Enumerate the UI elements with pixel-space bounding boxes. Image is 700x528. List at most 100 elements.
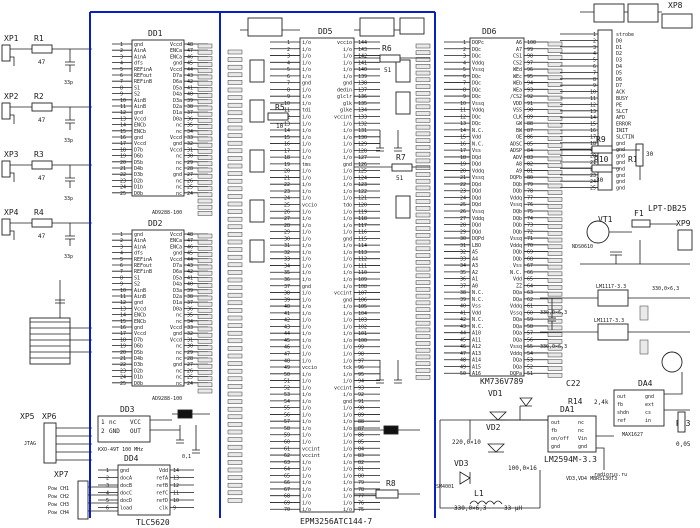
pin-label: i/o — [302, 426, 311, 432]
pin-label: Vss — [472, 148, 481, 154]
svg-text:F1: F1 — [634, 209, 644, 218]
pin-label: gnd — [343, 297, 352, 303]
pin-label: DQd — [472, 229, 481, 235]
pin-number: 16 — [120, 135, 126, 141]
pin-label: glke — [340, 108, 352, 114]
lpt-pin-number: 3 — [593, 45, 596, 51]
pin-number: 30 — [460, 236, 466, 242]
lpt-pin-number: 6 — [593, 64, 596, 70]
pin-number: 104 — [358, 311, 367, 317]
lpt-pin-label: SLCTIN — [616, 134, 634, 140]
pin-label: gnd — [134, 232, 143, 238]
pin-label: i/o — [302, 277, 311, 283]
pin-label: DQd — [472, 195, 481, 201]
pin-label: i/o — [343, 135, 352, 141]
pin-number: 4 — [463, 60, 466, 66]
pin-number: 18 — [284, 155, 290, 161]
pin-number: 89 — [527, 114, 533, 120]
pin-label: i/o — [302, 304, 311, 310]
pin-number: 21 — [460, 175, 466, 181]
net-tag — [547, 55, 563, 60]
svg-text:fb: fb — [617, 402, 623, 408]
svg-text:nc: nc — [578, 428, 584, 434]
svg-text:Pow CH2: Pow CH2 — [48, 494, 69, 500]
pin-label: DQa — [513, 364, 522, 370]
pin-number: 4 — [287, 60, 290, 66]
pin-label: D6b — [134, 344, 143, 350]
pin-label: i/o — [302, 135, 311, 141]
net-tag — [227, 201, 243, 207]
pin-label: DQd — [472, 189, 481, 195]
net-tag — [197, 173, 213, 179]
pin-label: refA — [156, 476, 168, 482]
net-tag — [415, 233, 431, 238]
net-tag — [197, 252, 213, 257]
lpt-pin-number: 25 — [590, 186, 596, 192]
pin-label: AinA — [134, 54, 146, 60]
svg-text:XP1: XP1 — [4, 34, 19, 43]
pin-label: AinA — [134, 238, 146, 244]
net-tag — [415, 354, 431, 360]
pin-label: i/o — [302, 216, 311, 222]
pin-number: 32 — [284, 250, 290, 256]
pin-label: i/o — [302, 67, 311, 73]
pin-label: A16 — [472, 371, 481, 377]
net-tag — [547, 366, 563, 371]
pin-number: 2 — [120, 48, 123, 54]
net-tag — [227, 300, 243, 306]
net-tag — [547, 102, 563, 108]
pin-label: Vccd — [170, 337, 182, 343]
pin-number: 86 — [358, 433, 364, 439]
net-tag — [227, 72, 243, 78]
net-tag — [197, 326, 213, 332]
pin-number: 97 — [358, 358, 364, 364]
pin-number: 58 — [284, 426, 290, 432]
pin-number: 39 — [187, 288, 193, 294]
net-tag — [415, 334, 431, 339]
net-tag — [227, 178, 243, 184]
pin-number: 125 — [358, 169, 367, 175]
pin-number: 47 — [187, 48, 193, 54]
pin-label: Vddq — [510, 351, 522, 357]
pin-number: 22 — [120, 362, 126, 368]
pin-label: i/o — [302, 460, 311, 466]
svg-text:DD5: DD5 — [318, 27, 333, 36]
pin-number: 37 — [460, 283, 466, 289]
pin-label: i/o — [343, 392, 352, 398]
pin-number: 139 — [358, 74, 367, 80]
pin-number: 82 — [527, 162, 533, 168]
power-input: VT1 NDS0610 F1 XP9 — [572, 209, 693, 265]
pin-label: i/o — [343, 243, 352, 249]
net-tag — [547, 89, 563, 94]
net-tag — [227, 292, 243, 298]
lpt-pin-label: D4 — [616, 64, 622, 70]
pin-label: AinA — [134, 48, 146, 54]
pin-label: /CS2 — [510, 94, 522, 100]
svg-text:out: out — [617, 394, 626, 400]
pin-number: 2 — [120, 238, 123, 244]
pin-number: 60 — [527, 310, 533, 316]
pin-label: i/o — [343, 142, 352, 148]
pin-number: 96 — [527, 67, 533, 73]
pin-number: 44 — [187, 67, 193, 73]
pin-number: 137 — [358, 87, 367, 93]
pin-label: Vddq — [472, 60, 484, 66]
pin-label: nc — [176, 381, 182, 387]
pin-label: i/o — [343, 67, 352, 73]
pin-label: Vddq — [472, 108, 484, 114]
lpt-pin-number: 17 — [590, 134, 596, 140]
pin-label: nc — [176, 185, 182, 191]
pin-label: D5a — [173, 275, 182, 281]
net-tag — [197, 56, 213, 61]
lpt-pin-number: 4 — [593, 51, 596, 57]
pin-number: 48 — [284, 358, 290, 364]
pin-label: D3a — [173, 288, 182, 294]
pin-label: nc — [176, 356, 182, 362]
pin-number: 53 — [284, 392, 290, 398]
net-tag — [415, 361, 431, 366]
svg-text:ref: ref — [617, 418, 626, 424]
svg-text:VT1: VT1 — [598, 215, 613, 224]
pin-number: 32 — [187, 331, 193, 337]
pin-label: i/o — [343, 148, 352, 154]
pin-number: 16 — [284, 142, 290, 148]
